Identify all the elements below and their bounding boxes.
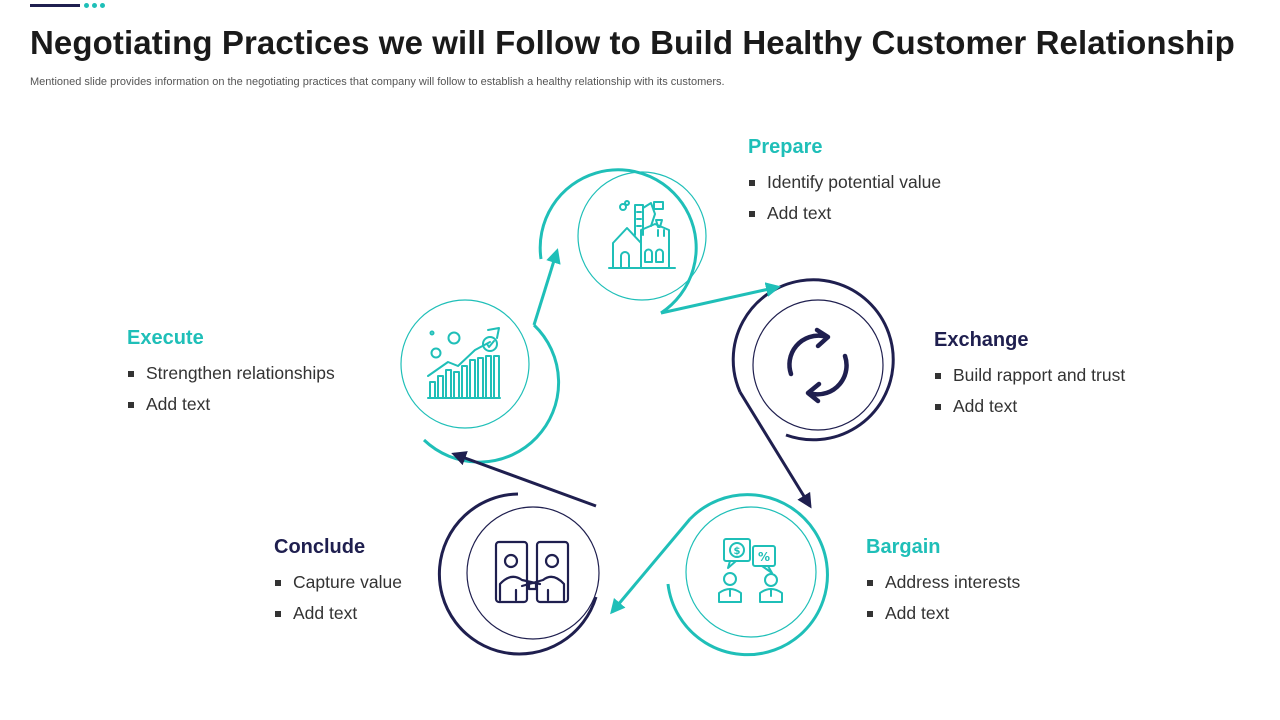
negotiation-icon: $ % xyxy=(718,538,783,603)
prepare-outer-ring xyxy=(538,168,698,315)
accent-line xyxy=(30,4,80,7)
growth-chart-icon xyxy=(427,327,501,399)
slide-subtitle: Mentioned slide provides information on … xyxy=(30,76,725,88)
prepare-inner-ring xyxy=(577,171,707,301)
accent-dot xyxy=(100,3,105,8)
bargain-node: $ % xyxy=(666,493,829,657)
svg-text:$: $ xyxy=(734,546,741,557)
list-item: Add text xyxy=(274,598,402,629)
arrow-prepare-to-exchange xyxy=(660,282,781,315)
stage-items: Address interests Add text xyxy=(866,567,1020,629)
list-item: Capture value xyxy=(274,567,402,598)
stage-heading: Exchange xyxy=(934,329,1029,351)
list-item: Identify potential value xyxy=(748,167,941,198)
stage-items: Identify potential value Add text xyxy=(748,167,941,229)
list-item: Add text xyxy=(934,391,1125,422)
list-item: Address interests xyxy=(866,567,1020,598)
exchange-outer-ring xyxy=(731,278,895,442)
factory-icon xyxy=(608,200,676,269)
stage-items: Build rapport and trust Add text xyxy=(934,360,1125,422)
accent-dot xyxy=(92,3,97,8)
stage-prepare: Prepare Identify potential value Add tex… xyxy=(748,136,941,229)
list-item: Add text xyxy=(748,198,941,229)
accent-dot xyxy=(84,3,89,8)
arrow-exchange-to-bargain xyxy=(738,391,812,509)
stage-items: Capture value Add text xyxy=(274,567,402,629)
bargain-inner-ring xyxy=(685,506,817,638)
conclude-node xyxy=(437,492,600,656)
stage-heading: Conclude xyxy=(274,536,366,558)
list-item: Add text xyxy=(127,389,335,420)
stage-items: Strengthen relationships Add text xyxy=(127,358,335,420)
exchange-inner-ring xyxy=(752,299,884,431)
stage-heading: Prepare xyxy=(748,136,823,158)
stage-heading: Execute xyxy=(127,327,204,349)
list-item: Build rapport and trust xyxy=(934,360,1125,391)
list-item: Add text xyxy=(866,598,1020,629)
stage-conclude: Conclude Capture value Add text xyxy=(274,536,402,629)
stage-execute: Execute Strengthen relationships Add tex… xyxy=(127,327,335,420)
slide-title: Negotiating Practices we will Follow to … xyxy=(30,24,1235,61)
conclude-outer-ring xyxy=(437,492,598,656)
exchange-node xyxy=(731,278,895,442)
list-item: Strengthen relationships xyxy=(127,358,335,389)
stage-exchange: Exchange Build rapport and trust Add tex… xyxy=(934,329,1125,422)
arrow-execute-to-prepare xyxy=(532,248,561,326)
svg-text:%: % xyxy=(758,550,770,564)
stage-heading: Bargain xyxy=(866,536,941,558)
refresh-cycle-icon xyxy=(787,327,849,404)
bargain-outer-ring xyxy=(666,493,829,657)
arrow-conclude-to-execute xyxy=(451,451,597,508)
execute-inner-ring xyxy=(400,299,530,429)
conclude-inner-ring xyxy=(466,506,600,640)
prepare-node xyxy=(538,168,707,315)
top-accent xyxy=(0,3,1280,8)
arrow-bargain-to-conclude xyxy=(610,518,692,615)
stage-bargain: Bargain Address interests Add text xyxy=(866,536,1020,629)
handshake-icon xyxy=(494,540,570,604)
